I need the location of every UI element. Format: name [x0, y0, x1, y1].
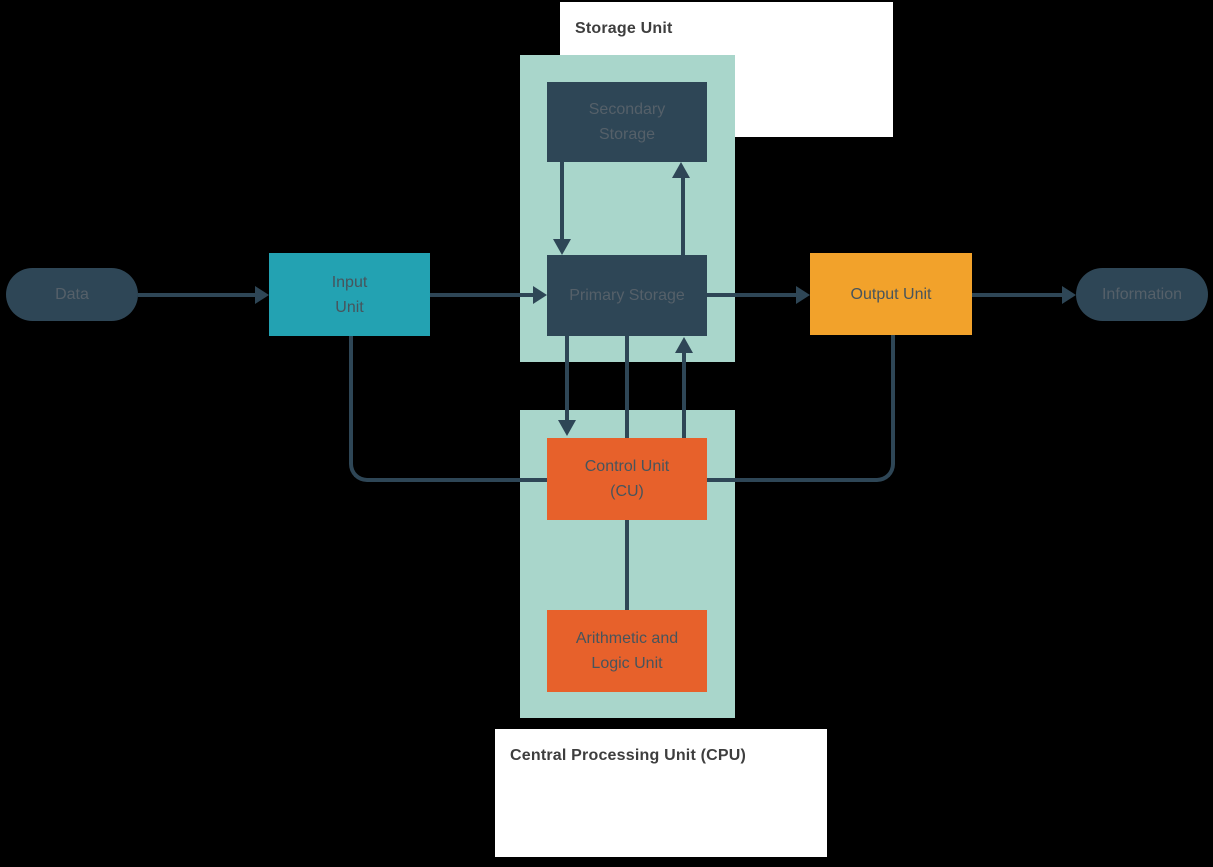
output-unit-node: Output Unit: [810, 253, 972, 335]
secondary-storage-label-line1: Secondary: [588, 101, 666, 118]
cpu-label: Central Processing Unit (CPU): [510, 747, 747, 764]
secondary-storage-node: Secondary Storage: [547, 82, 707, 162]
connector-primary-to-control: [565, 336, 569, 421]
input-unit-label-line2: Unit: [335, 298, 364, 316]
data-node-label: Data: [55, 286, 89, 303]
connector-control-to-primary: [682, 352, 686, 438]
connector-data-to-input: [138, 293, 256, 297]
connector-primary-control-middle: [625, 336, 629, 438]
input-unit-node: Input Unit: [269, 253, 430, 336]
input-unit-label-line1: Input: [331, 273, 368, 291]
arrowhead-into-primary-left: [533, 286, 547, 304]
information-node-label: Information: [1101, 286, 1183, 303]
secondary-storage-label-line2: Storage: [598, 126, 656, 143]
storage-unit-label: Storage Unit: [575, 20, 673, 37]
arrowhead-up-into-primary: [675, 337, 693, 353]
connector-input-to-primary: [430, 293, 534, 297]
cpu-label-box: Central Processing Unit (CPU): [495, 729, 827, 857]
connector-output-to-information: [972, 293, 1063, 297]
alu-node: Arithmetic and Logic Unit: [547, 610, 707, 692]
arrowhead-up-into-secondary: [672, 162, 690, 178]
arrowhead-into-output: [796, 286, 810, 304]
alu-label-line2: Logic Unit: [591, 655, 663, 672]
control-unit-label-line2: (CU): [610, 483, 644, 500]
connector-primary-to-secondary: [681, 177, 685, 255]
primary-storage-label: Primary Storage: [569, 287, 685, 304]
connector-secondary-to-primary: [560, 162, 564, 240]
control-unit-node: Control Unit (CU): [547, 438, 707, 520]
arrowhead-into-input: [255, 286, 269, 304]
information-node: Information: [1076, 268, 1208, 321]
output-unit-label: Output Unit: [850, 285, 932, 303]
arrowhead-down-into-primary: [553, 239, 571, 255]
control-unit-label-line1: Control Unit: [584, 458, 670, 475]
arrowhead-into-information: [1062, 286, 1076, 304]
alu-label-line1: Arithmetic and: [575, 630, 679, 647]
connector-input-to-control: [349, 336, 549, 482]
connector-output-to-control: [707, 335, 895, 482]
arrowhead-down-into-control: [558, 420, 576, 436]
primary-storage-node: Primary Storage: [547, 255, 707, 336]
data-node: Data: [6, 268, 138, 321]
connector-primary-to-output: [707, 293, 797, 297]
connector-control-to-alu: [625, 520, 629, 610]
